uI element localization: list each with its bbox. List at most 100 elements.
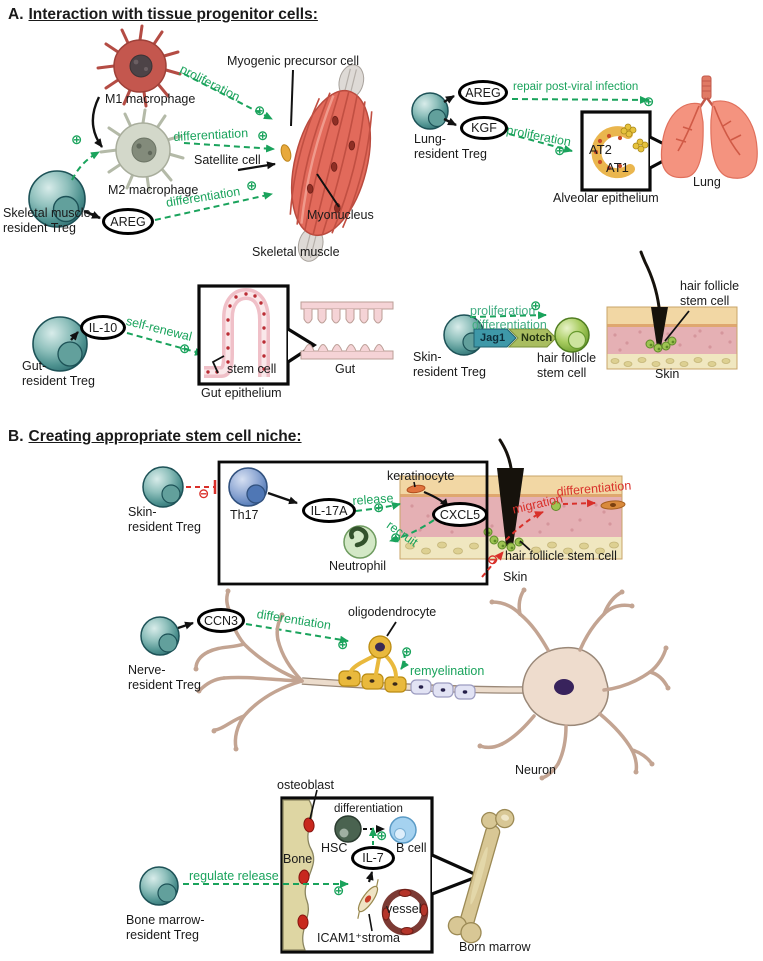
bone-marrow-treg-label: Bone marrow-resident Treg [126, 913, 205, 942]
gut-treg-cell [32, 316, 88, 372]
skin-b-block-illustration [399, 438, 623, 560]
lung-green-arrows [508, 95, 649, 153]
gut-epithelium-label: Gut epithelium [201, 386, 282, 400]
nerve-treg-label: Nerve-resident Treg [128, 663, 201, 692]
skin-a-differentiation-label: differentiation [472, 318, 547, 332]
repair-label: repair post-viral infection [513, 81, 639, 93]
bone-illustration [282, 799, 315, 951]
satellite-pointer-arrow [237, 161, 276, 172]
il7-oval: IL-7 [351, 846, 395, 870]
skin-a-block-illustration [606, 250, 738, 370]
jag1-chevron [473, 328, 517, 348]
skin-b-green-arrows [355, 502, 435, 543]
hfsc-b-label: hair follicle stem cell [505, 549, 617, 563]
plus-icon: ⊕ [530, 298, 542, 313]
plus-icon: ⊕ [643, 94, 655, 109]
kgf-oval: KGF [460, 116, 508, 140]
m1-to-m2-arrow [91, 96, 103, 148]
jag1-label: Jag1 [480, 332, 506, 344]
skeletal-muscle-illustration [289, 64, 373, 262]
th17-label: Th17 [230, 508, 259, 522]
section-a-header: A.Interaction with tissue progenitor cel… [8, 6, 318, 24]
skin-b-treg-cell [142, 466, 184, 508]
hfsc-pointer-line [519, 540, 531, 551]
th17-to-il17a-arrow [267, 491, 298, 505]
minus-icon: ⊖ [198, 486, 210, 501]
oligodendrocyte-label: oligodendrocyte [348, 605, 437, 619]
b-cell [389, 816, 417, 844]
vessel-illustration [381, 888, 429, 936]
section-a-letter: A. [8, 6, 24, 23]
lung-treg-label: Lung-resident Treg [414, 132, 487, 161]
myonucleus-pointer-line [316, 173, 340, 208]
migration-differentiation-arrows [481, 499, 596, 578]
m2-macrophage-illustration [99, 108, 185, 192]
alveolus-illustration [591, 123, 649, 179]
at1-label: AT1 [606, 160, 629, 175]
neuron-label: Neuron [515, 763, 556, 777]
th17-box [217, 460, 489, 586]
self-renewal-arrow [126, 332, 204, 356]
alveolar-epithelium-label: Alveolar epithelium [553, 191, 659, 205]
muscle-green-arrows [71, 73, 275, 221]
treg-to-areg-lung-arrow [443, 94, 455, 104]
treg-inhibition-line [186, 480, 217, 494]
plus-icon: ⊕ [333, 883, 345, 898]
treg-to-kgf-arrow [443, 117, 457, 127]
myonucleus-label: Myonucleus [307, 208, 374, 222]
femur-illustration [447, 808, 515, 944]
neutrophil-label: Neutrophil [329, 559, 386, 573]
skin-a-proliferation-arrow [469, 311, 547, 320]
skin-a-treg-label: Skin-resident Treg [413, 350, 486, 379]
hsc-cell [334, 815, 362, 843]
skin-b-treg-label: Skin-resident Treg [128, 505, 201, 534]
regulate-release-label: regulate release [189, 869, 279, 883]
osteoblast-label: osteoblast [277, 778, 334, 792]
plus-icon: ⊕ [257, 128, 269, 143]
remyelination-arrow [400, 653, 409, 670]
satellite-cell-illustration [280, 144, 292, 162]
keratinocyte-label: keratinocyte [387, 469, 455, 483]
il10-oval: IL-10 [80, 315, 126, 340]
differentiated-cell [600, 500, 626, 510]
notch-label: Notch [521, 332, 553, 344]
gut-villi-illustration [300, 301, 394, 360]
icam1-stroma-cell [357, 879, 379, 919]
icam1-stroma-label: ICAM1⁺stroma [317, 931, 401, 945]
vessel-label: vessel [386, 902, 422, 916]
section-a-title: Interaction with tissue progenitor cells… [28, 6, 318, 23]
plus-icon: ⊕ [337, 637, 349, 652]
areg-muscle-oval: AREG [102, 208, 154, 235]
migrating-stem-cell [551, 501, 561, 511]
skin-a-proliferation-label: proliferation [470, 304, 536, 318]
gut-crypt-illustration [204, 288, 270, 378]
plus-icon: ⊕ [246, 178, 258, 193]
skeletal-muscle-treg-cell [28, 170, 86, 228]
nerve-differentiation-arrow [245, 623, 349, 644]
plus-icon: ⊕ [390, 530, 402, 545]
hsc-differentiation-label: differentiation [334, 803, 403, 815]
bone-marrow-organ-label: Born marrow [459, 940, 531, 954]
nerve-treg-cell [140, 616, 180, 656]
plus-icon: ⊕ [254, 103, 266, 118]
stroma-to-il7-arrow [365, 871, 374, 883]
plus-icon: ⊕ [373, 500, 385, 515]
treg-to-ccn3-arrow [177, 621, 194, 630]
oligodendrocyte-cell [349, 654, 398, 679]
skin-b-organ-label: Skin [503, 570, 528, 584]
il17a-oval: IL-17A [302, 498, 356, 523]
lungs-illustration [660, 75, 758, 179]
plus-icon: ⊕ [376, 828, 388, 843]
myogenic-precursor-label: Myogenic precursor cell [227, 54, 359, 68]
section-b-letter: B. [8, 428, 24, 445]
b-cell-label: B cell [396, 841, 427, 855]
plus-icon: ⊕ [401, 644, 413, 659]
skeletal-muscle-organ-label: Skeletal muscle [252, 245, 340, 259]
skeletal-muscle-treg-label: Skeletal muscle-resident Treg [3, 206, 95, 235]
icam1-pointer-line [368, 913, 373, 932]
treg-to-areg-arrow [83, 209, 101, 220]
